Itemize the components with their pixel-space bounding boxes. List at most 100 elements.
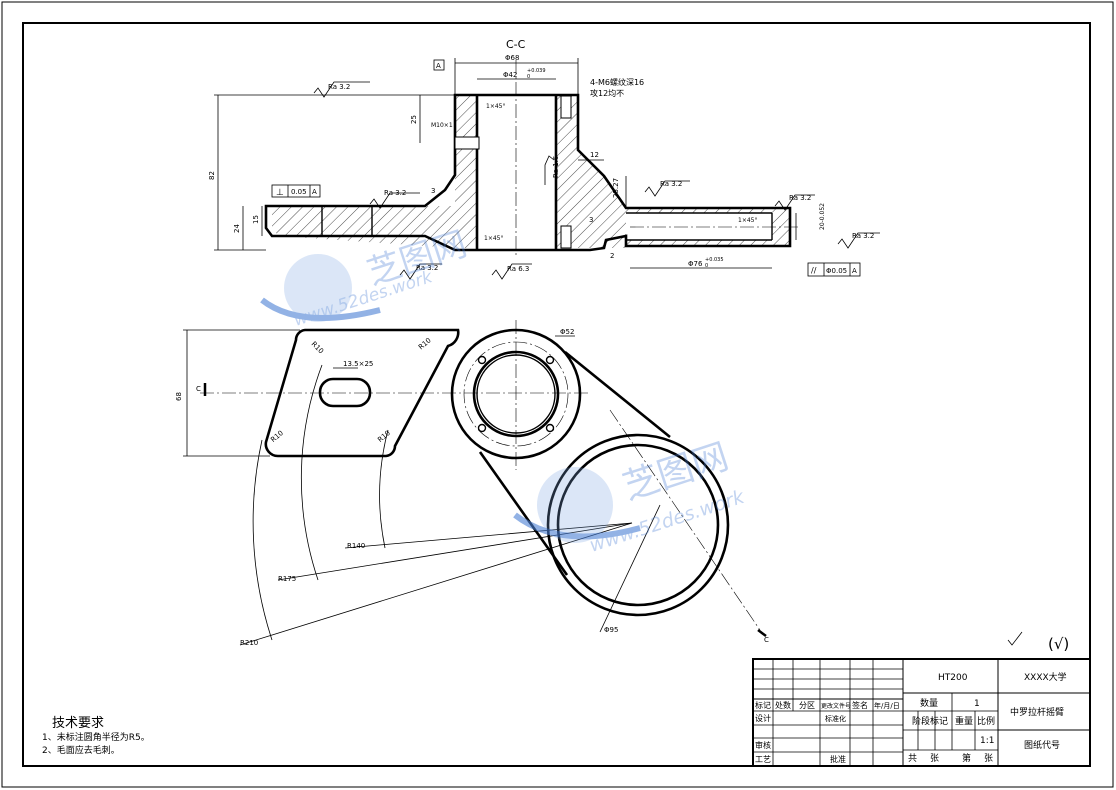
slot xyxy=(318,377,372,408)
tb-weight-label: 重量 xyxy=(955,715,973,727)
dim-slot: 13.5×25 xyxy=(343,360,373,368)
dim-h12: 12 xyxy=(590,151,599,159)
section-label: C-C xyxy=(506,38,526,51)
ra32-a-label: Ra 3.2 xyxy=(328,83,350,91)
tb-quantity-label: 数量 xyxy=(920,697,938,709)
tb-sign: 签名 xyxy=(852,700,868,710)
tb-process: 工艺 xyxy=(755,755,771,764)
tb-review: 审核 xyxy=(755,740,771,750)
cut-mark-right xyxy=(757,629,767,637)
left-arm-outline xyxy=(264,328,460,458)
cut-letter-right: C xyxy=(764,636,769,644)
tech-req-item-2: 2、毛面应去毛刺。 xyxy=(42,744,120,756)
dim-chamfer-top: 1×45° xyxy=(486,103,505,110)
tech-req-item-1: 1、未标注圆角半径为R5。 xyxy=(42,731,150,743)
gdt-perp-value: 0.05 xyxy=(291,188,307,196)
cut-letter-left: C xyxy=(196,385,201,393)
ra63-label: Ra 6.3 xyxy=(507,265,529,273)
roughness-ra32-c: Ra 3.2 xyxy=(644,180,690,197)
dim-h82: 82 xyxy=(208,171,216,180)
dim-r10c: R10 xyxy=(269,429,285,444)
dim-m10: M10×1 xyxy=(431,122,453,129)
tb-scale-label: 比例 xyxy=(977,715,995,727)
hatch-right-boss xyxy=(556,95,626,248)
dim-h15: 15 xyxy=(252,215,260,224)
thread-note-2: 攻12均不 xyxy=(590,88,624,98)
tb-zone: 分区 xyxy=(799,701,815,710)
leader-r175 xyxy=(277,522,633,581)
bolt-hole-2 xyxy=(545,355,555,365)
gdt-par-datum: A xyxy=(852,267,857,275)
roughness-ra32-e: Ra 3.2 xyxy=(837,232,880,249)
gdt-par-symbol: // xyxy=(811,266,817,275)
watermark-globe-icon-2 xyxy=(537,467,613,543)
arc-r140 xyxy=(379,429,389,549)
dim-h3: 3 xyxy=(431,187,435,195)
dim-d42-tol-low: 0 xyxy=(527,74,530,80)
tb-count: 处数 xyxy=(775,700,791,710)
tb-doc-no: 更改文件号 xyxy=(821,702,851,710)
thread-hole-bottom xyxy=(560,225,572,249)
dim-h2527: 25.27 xyxy=(612,178,620,198)
hatch-left-boss xyxy=(455,95,477,248)
link-edge-top xyxy=(564,350,671,439)
section-view-cc: C-C xyxy=(208,38,880,280)
ra16-label: Ra 1.6 xyxy=(552,155,560,178)
dim-r10d: R10 xyxy=(376,429,392,444)
gdt-par-value: Φ0.05 xyxy=(826,267,847,275)
lower-boss-inner xyxy=(556,443,720,607)
dim-h20: 20-0.052 xyxy=(819,203,826,230)
dim-d42-tol: +0.039 xyxy=(527,68,546,74)
arc-r175 xyxy=(300,364,323,581)
ra32-c-label: Ra 3.2 xyxy=(660,180,682,188)
tech-req-title: 技术要求 xyxy=(52,716,104,731)
tb-standardize: 标准化 xyxy=(825,714,846,723)
tb-approve: 批准 xyxy=(830,754,846,764)
finish-symbol-text: (√) xyxy=(1048,635,1069,653)
roughness-ra16: Ra 1.6 xyxy=(544,155,560,185)
dim-d76-tol: +0.035 xyxy=(705,257,724,263)
section-outline xyxy=(264,93,792,252)
tb-drawing-code: 图纸代号 xyxy=(1024,739,1060,751)
tb-total-label: 共 xyxy=(908,753,917,764)
leader-r210 xyxy=(239,522,633,646)
tb-page-unit: 张 xyxy=(984,753,993,764)
watermark-globe-icon xyxy=(284,254,352,322)
tech-requirements: 技术要求 1、未标注圆角半径为R5。 2、毛面应去毛刺。 xyxy=(42,716,150,756)
dim-r140: R140 xyxy=(347,542,365,550)
dim-chamfer-mid: 1×45° xyxy=(484,235,503,242)
m10-hole xyxy=(454,136,480,150)
datum-label: A xyxy=(436,62,441,70)
bolt-hole-1 xyxy=(477,355,487,365)
ra32-b-label: Ra 3.2 xyxy=(384,189,406,197)
thread-hole-top xyxy=(560,95,572,119)
gdt-perp-symbol: ⊥ xyxy=(276,188,284,198)
dim-d95: Φ95 xyxy=(604,626,618,634)
dim-d68: Φ68 xyxy=(505,54,519,62)
leader-r140 xyxy=(344,522,633,549)
thread-note-1: 4-M6螺纹深16 xyxy=(590,77,644,87)
dim-h25: 25 xyxy=(410,115,418,124)
hatch-right-flange xyxy=(772,213,790,240)
dim-h68: 68 xyxy=(175,392,183,401)
lower-boss-outer xyxy=(546,433,730,617)
dim-r10b: R10 xyxy=(417,336,433,351)
tb-mark: 标记 xyxy=(755,700,771,710)
ra32-e-label: Ra 3.2 xyxy=(852,232,874,240)
tb-sheet-unit: 张 xyxy=(930,753,939,764)
bolt-hole-3 xyxy=(477,423,487,433)
roughness-ra32-a: Ra 3.2 xyxy=(313,81,370,98)
dim-d76-tol-low: 0 xyxy=(705,263,708,269)
bolt-hole-4 xyxy=(545,423,555,433)
roughness-ra32-f: Ra 3.2 xyxy=(399,263,442,280)
ra32-d-label: Ra 3.2 xyxy=(789,194,811,202)
hatch-left-arm xyxy=(272,206,455,248)
title-block: HT200 XXXX大学 中罗拉杆摇臂 图纸代号 数量 1 阶段标记 重量 比例… xyxy=(752,658,1091,767)
roughness-ra63: Ra 6.3 xyxy=(491,263,532,280)
gdt-perpendicularity: ⊥ 0.05 A xyxy=(271,184,321,198)
ra32-f-label: Ra 3.2 xyxy=(416,264,438,272)
general-finish-symbol: (√) xyxy=(1007,631,1069,653)
top-view: C C 68 13.5×25 R10 R10 R10 R10 Φ52 R140 … xyxy=(175,320,769,647)
